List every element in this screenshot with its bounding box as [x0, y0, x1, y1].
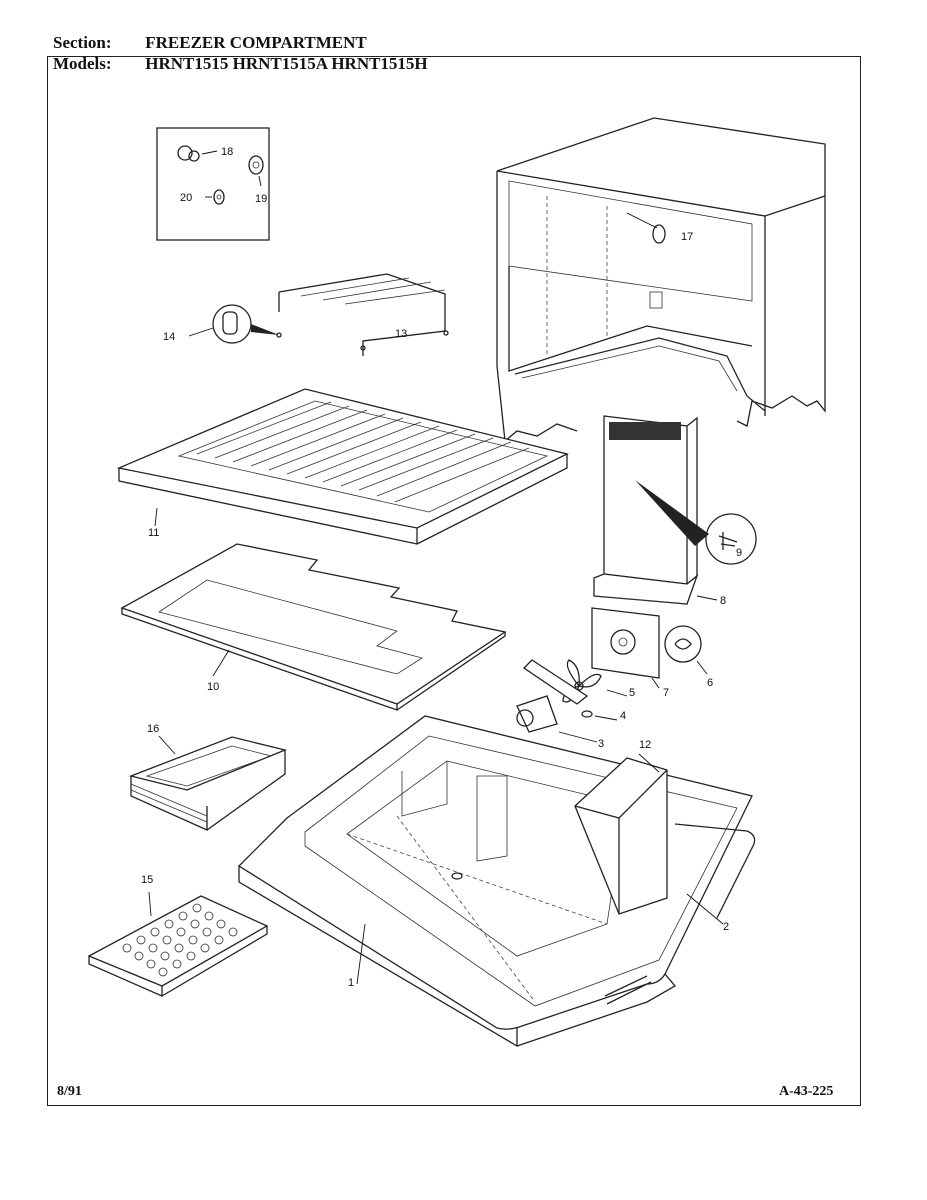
callout-1: 1	[348, 977, 354, 989]
ice-tray-shelf-11	[116, 388, 569, 545]
section-header: Section: FREEZER COMPARTMENT	[53, 33, 367, 53]
callout-18: 18	[221, 146, 233, 158]
fan-shroud-7	[591, 607, 708, 689]
footer-page-code: A-43-225	[779, 1084, 834, 1099]
cabinet-outline	[496, 117, 826, 443]
callout-7: 7	[663, 687, 669, 699]
section-label: Section:	[53, 33, 112, 52]
callout-6: 6	[707, 677, 713, 689]
callout-10: 10	[207, 681, 219, 693]
callout-15: 15	[141, 874, 153, 886]
callout-3: 3	[598, 738, 604, 750]
callout-labels: 1 2 3 4 5 6 7 8 9 10 11 12 13 14 15 16 1…	[141, 146, 742, 989]
freezer-liner-1	[237, 715, 756, 1048]
diagram-frame	[47, 56, 861, 1106]
fan-motor-assembly	[516, 659, 628, 743]
callout-9: 9	[736, 547, 742, 559]
models-value: HRNT1515 HRNT1515A HRNT1515H	[145, 54, 428, 73]
callout-11: 11	[148, 527, 159, 539]
ice-bin-16	[128, 735, 288, 832]
callout-20: 20	[180, 192, 192, 204]
cover-plate-10	[120, 543, 507, 711]
callout-12: 12	[639, 739, 651, 751]
ice-cube-tray-15	[87, 891, 269, 997]
air-duct-8	[593, 415, 757, 605]
callout-8: 8	[720, 595, 726, 607]
callout-16: 16	[147, 723, 159, 735]
callout-2: 2	[723, 921, 729, 933]
callout-19: 19	[255, 193, 267, 205]
exploded-parts-diagram: 1 2 3 4 5 6 7 8 9 10 11 12 13 14 15 16 1…	[87, 117, 826, 1048]
callout-4: 4	[620, 710, 626, 722]
callout-5: 5	[629, 687, 635, 699]
callout-17: 17	[681, 231, 693, 243]
models-label: Models:	[53, 54, 112, 73]
footer-date: 8/91	[57, 1084, 82, 1099]
callout-14: 14	[163, 331, 175, 343]
callout-13: 13	[395, 328, 407, 340]
models-header: Models: HRNT1515 HRNT1515A HRNT1515H	[53, 54, 428, 74]
section-value: FREEZER COMPARTMENT	[145, 33, 367, 52]
wire-shelf-13	[188, 273, 449, 356]
inset-small-parts	[156, 127, 270, 241]
